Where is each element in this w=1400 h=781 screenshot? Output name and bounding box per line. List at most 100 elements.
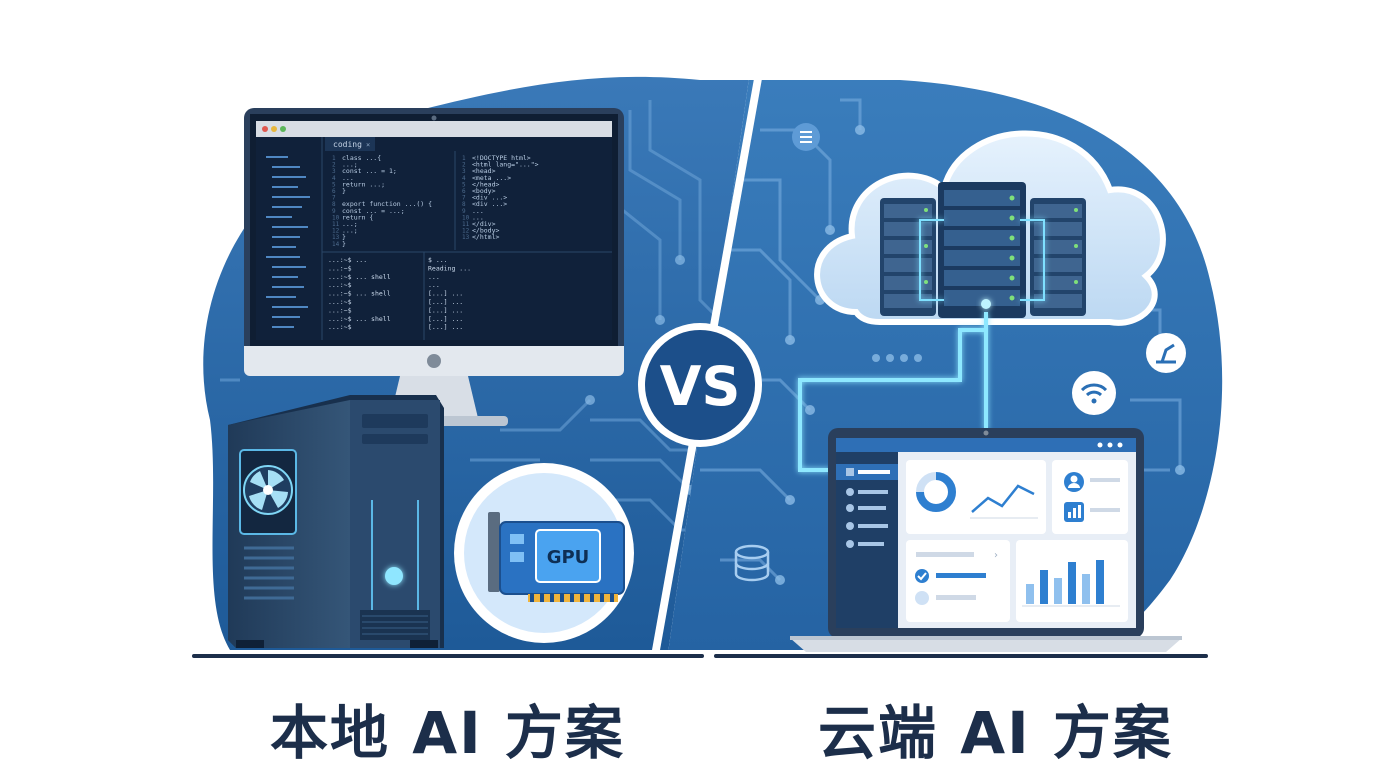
monitor-power-icon xyxy=(427,354,441,368)
code-line: ...; xyxy=(342,161,358,169)
line-number: 9 xyxy=(332,208,336,215)
connection-cable xyxy=(798,312,988,472)
line-chart-icon xyxy=(971,484,1035,513)
line-number: 1 xyxy=(332,155,336,162)
code-line: [...] ... xyxy=(428,298,463,306)
line-number: 10 xyxy=(332,214,340,221)
svg-text:›: › xyxy=(994,550,998,561)
line-number: 12 xyxy=(332,228,340,235)
code-line: </html> xyxy=(472,233,499,241)
line-number: 12 xyxy=(462,228,470,235)
code-line: } xyxy=(342,187,346,195)
database-icon xyxy=(734,544,770,582)
line-number: 3 xyxy=(332,168,336,175)
bar-chart-icon xyxy=(1064,502,1084,522)
code-line: ...:~$ xyxy=(328,264,352,272)
code-line: [...] ... xyxy=(428,306,463,314)
code-line: ...:~$ ... shell xyxy=(328,290,391,298)
code-line: <meta ...> xyxy=(472,174,511,182)
line-number: 6 xyxy=(462,188,466,195)
code-line: </head> xyxy=(472,180,499,188)
gpu-badge: GPU xyxy=(454,463,634,643)
code-line: <div ...> xyxy=(472,200,507,208)
code-line: </body> xyxy=(472,227,499,235)
code-line: ... xyxy=(428,281,440,289)
code-line: $ ... xyxy=(428,256,448,264)
pc-tower xyxy=(228,395,444,648)
line-number: 4 xyxy=(332,175,336,182)
gpu-label: GPU xyxy=(547,547,590,568)
line-number: 4 xyxy=(462,175,466,182)
code-line: ...:~$ xyxy=(328,281,352,289)
line-number: 10 xyxy=(462,214,470,221)
code-line: Reading ... xyxy=(428,264,471,272)
vs-badge: VS xyxy=(638,323,762,447)
line-number: 2 xyxy=(332,162,336,169)
left-baseline xyxy=(192,654,704,658)
code-line: const ... = 1; xyxy=(342,167,397,175)
line-number: 8 xyxy=(332,201,336,208)
line-number: 11 xyxy=(462,221,470,228)
gpu-card-icon: GPU xyxy=(488,512,625,602)
server-rack-icon xyxy=(880,182,1086,318)
code-line: [...] ... xyxy=(428,290,463,298)
line-number: 6 xyxy=(332,188,336,195)
user-icon xyxy=(1064,472,1084,492)
dashboard-sidebar-icons xyxy=(846,468,890,548)
check-icon xyxy=(915,569,929,583)
code-line: </div> xyxy=(472,220,496,228)
code-line: } xyxy=(342,233,346,241)
line-number: 3 xyxy=(462,168,466,175)
file-tree xyxy=(266,156,310,328)
cloud-ai-caption: 云端 AI 方案 xyxy=(818,699,1173,767)
code-line: return ...; xyxy=(342,180,385,188)
terminal-left[interactable]: ...:~$ ......:~$...:~$ ... shell...:~$..… xyxy=(328,256,391,331)
wifi-icon xyxy=(1072,371,1116,415)
line-number: 11 xyxy=(332,221,340,228)
code-line: ...:~$ xyxy=(328,323,352,331)
code-editor-right[interactable]: 1<!DOCTYPE html>2<html lang="...">3 <hea… xyxy=(462,154,539,241)
code-line: class ...{ xyxy=(342,154,381,162)
code-line: [...] ... xyxy=(428,315,463,323)
code-line: return { xyxy=(342,213,373,221)
terminal-right[interactable]: $ ...Reading .........[...] ...[...] ...… xyxy=(428,256,471,331)
line-number: 8 xyxy=(462,201,466,208)
robot-arm-icon xyxy=(1146,333,1186,373)
code-line: ... xyxy=(472,207,484,215)
line-number: 2 xyxy=(462,162,466,169)
code-line: ...; xyxy=(342,227,358,235)
code-line: [...] ... xyxy=(428,323,463,331)
cooling-fan-icon xyxy=(243,465,293,515)
line-number: 7 xyxy=(462,195,466,202)
code-line: <head> xyxy=(472,167,496,175)
line-number: 1 xyxy=(462,155,466,162)
code-line: export function ...() { xyxy=(342,200,432,208)
dashboard-bar-chart xyxy=(1026,560,1104,604)
code-line: ... xyxy=(342,174,354,182)
line-number: 7 xyxy=(332,195,336,202)
line-number: 14 xyxy=(332,241,340,248)
line-number: 13 xyxy=(462,234,470,241)
line-number: 9 xyxy=(462,208,466,215)
vs-label: VS xyxy=(660,355,741,418)
right-baseline xyxy=(714,654,1208,658)
power-button-icon xyxy=(385,567,403,585)
svg-text:×: × xyxy=(366,141,370,149)
laptop: › xyxy=(790,428,1182,652)
local-ai-caption: 本地 AI 方案 xyxy=(270,699,625,767)
code-line: <!DOCTYPE html> xyxy=(472,154,531,162)
code-line: ...; xyxy=(342,220,358,228)
code-line: ...:~$ xyxy=(328,306,352,314)
code-line: const ... = ...; xyxy=(342,207,405,215)
line-number: 5 xyxy=(332,181,336,188)
code-line: ...:~$ xyxy=(328,298,352,306)
editor-tab-label[interactable]: coding xyxy=(333,140,362,149)
code-line: ...:~$ ... shell xyxy=(328,273,391,281)
code-line: <body> xyxy=(472,187,496,195)
code-line: ... xyxy=(472,213,484,221)
line-number: 5 xyxy=(462,181,466,188)
donut-chart-icon xyxy=(916,472,956,512)
